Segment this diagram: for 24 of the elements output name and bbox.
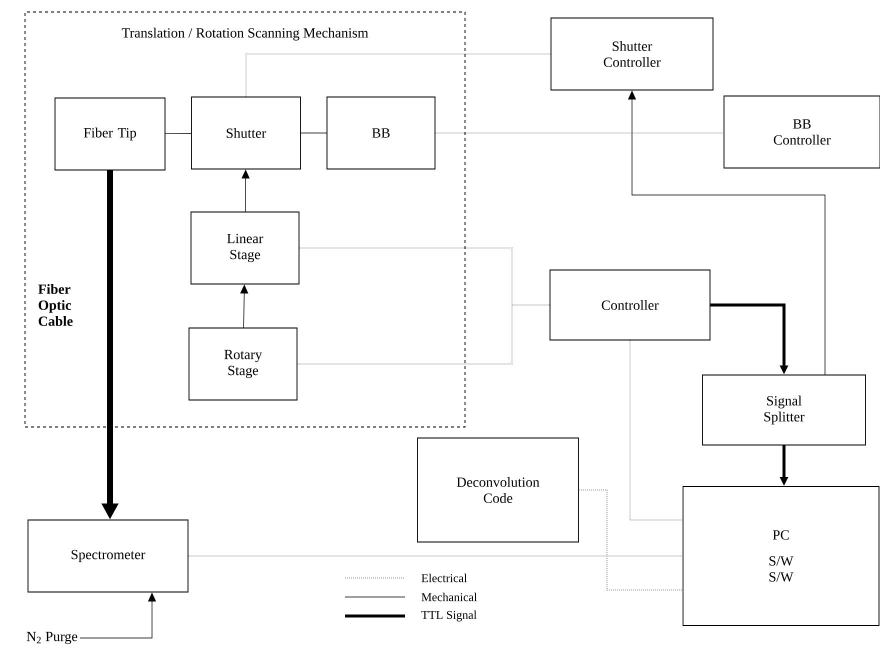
process-box: BB (326, 96, 436, 170)
process-box: Shutter Controller (550, 18, 714, 90)
legend-text: Electrical (422, 574, 467, 582)
process-box: Rotary Stage (188, 328, 298, 400)
legend-text: Mechanical (422, 592, 477, 602)
process-box: Spectrometer (28, 520, 188, 592)
connector (630, 340, 684, 520)
process-box: Deconvolution Code (417, 438, 579, 542)
input-label: N$_{2}$ Purge (26, 632, 78, 644)
process-box: Signal Splitter (702, 374, 866, 446)
edge-label: Fiber Optic Cable (37, 283, 87, 327)
connector (434, 132, 724, 134)
process-box: Fiber Tip (54, 98, 166, 170)
process-box: Controller (550, 270, 710, 340)
connector (296, 304, 550, 364)
connector (165, 133, 192, 134)
connector (246, 54, 552, 98)
process-box: Shutter (191, 96, 301, 170)
process-box: BB Controller (724, 96, 880, 168)
process-box: PC S/W S/W (682, 486, 880, 626)
process-box: Linear Stage (190, 212, 300, 284)
connector (300, 132, 327, 134)
legend-text: TTL Signal (421, 610, 477, 622)
connector (578, 490, 684, 590)
